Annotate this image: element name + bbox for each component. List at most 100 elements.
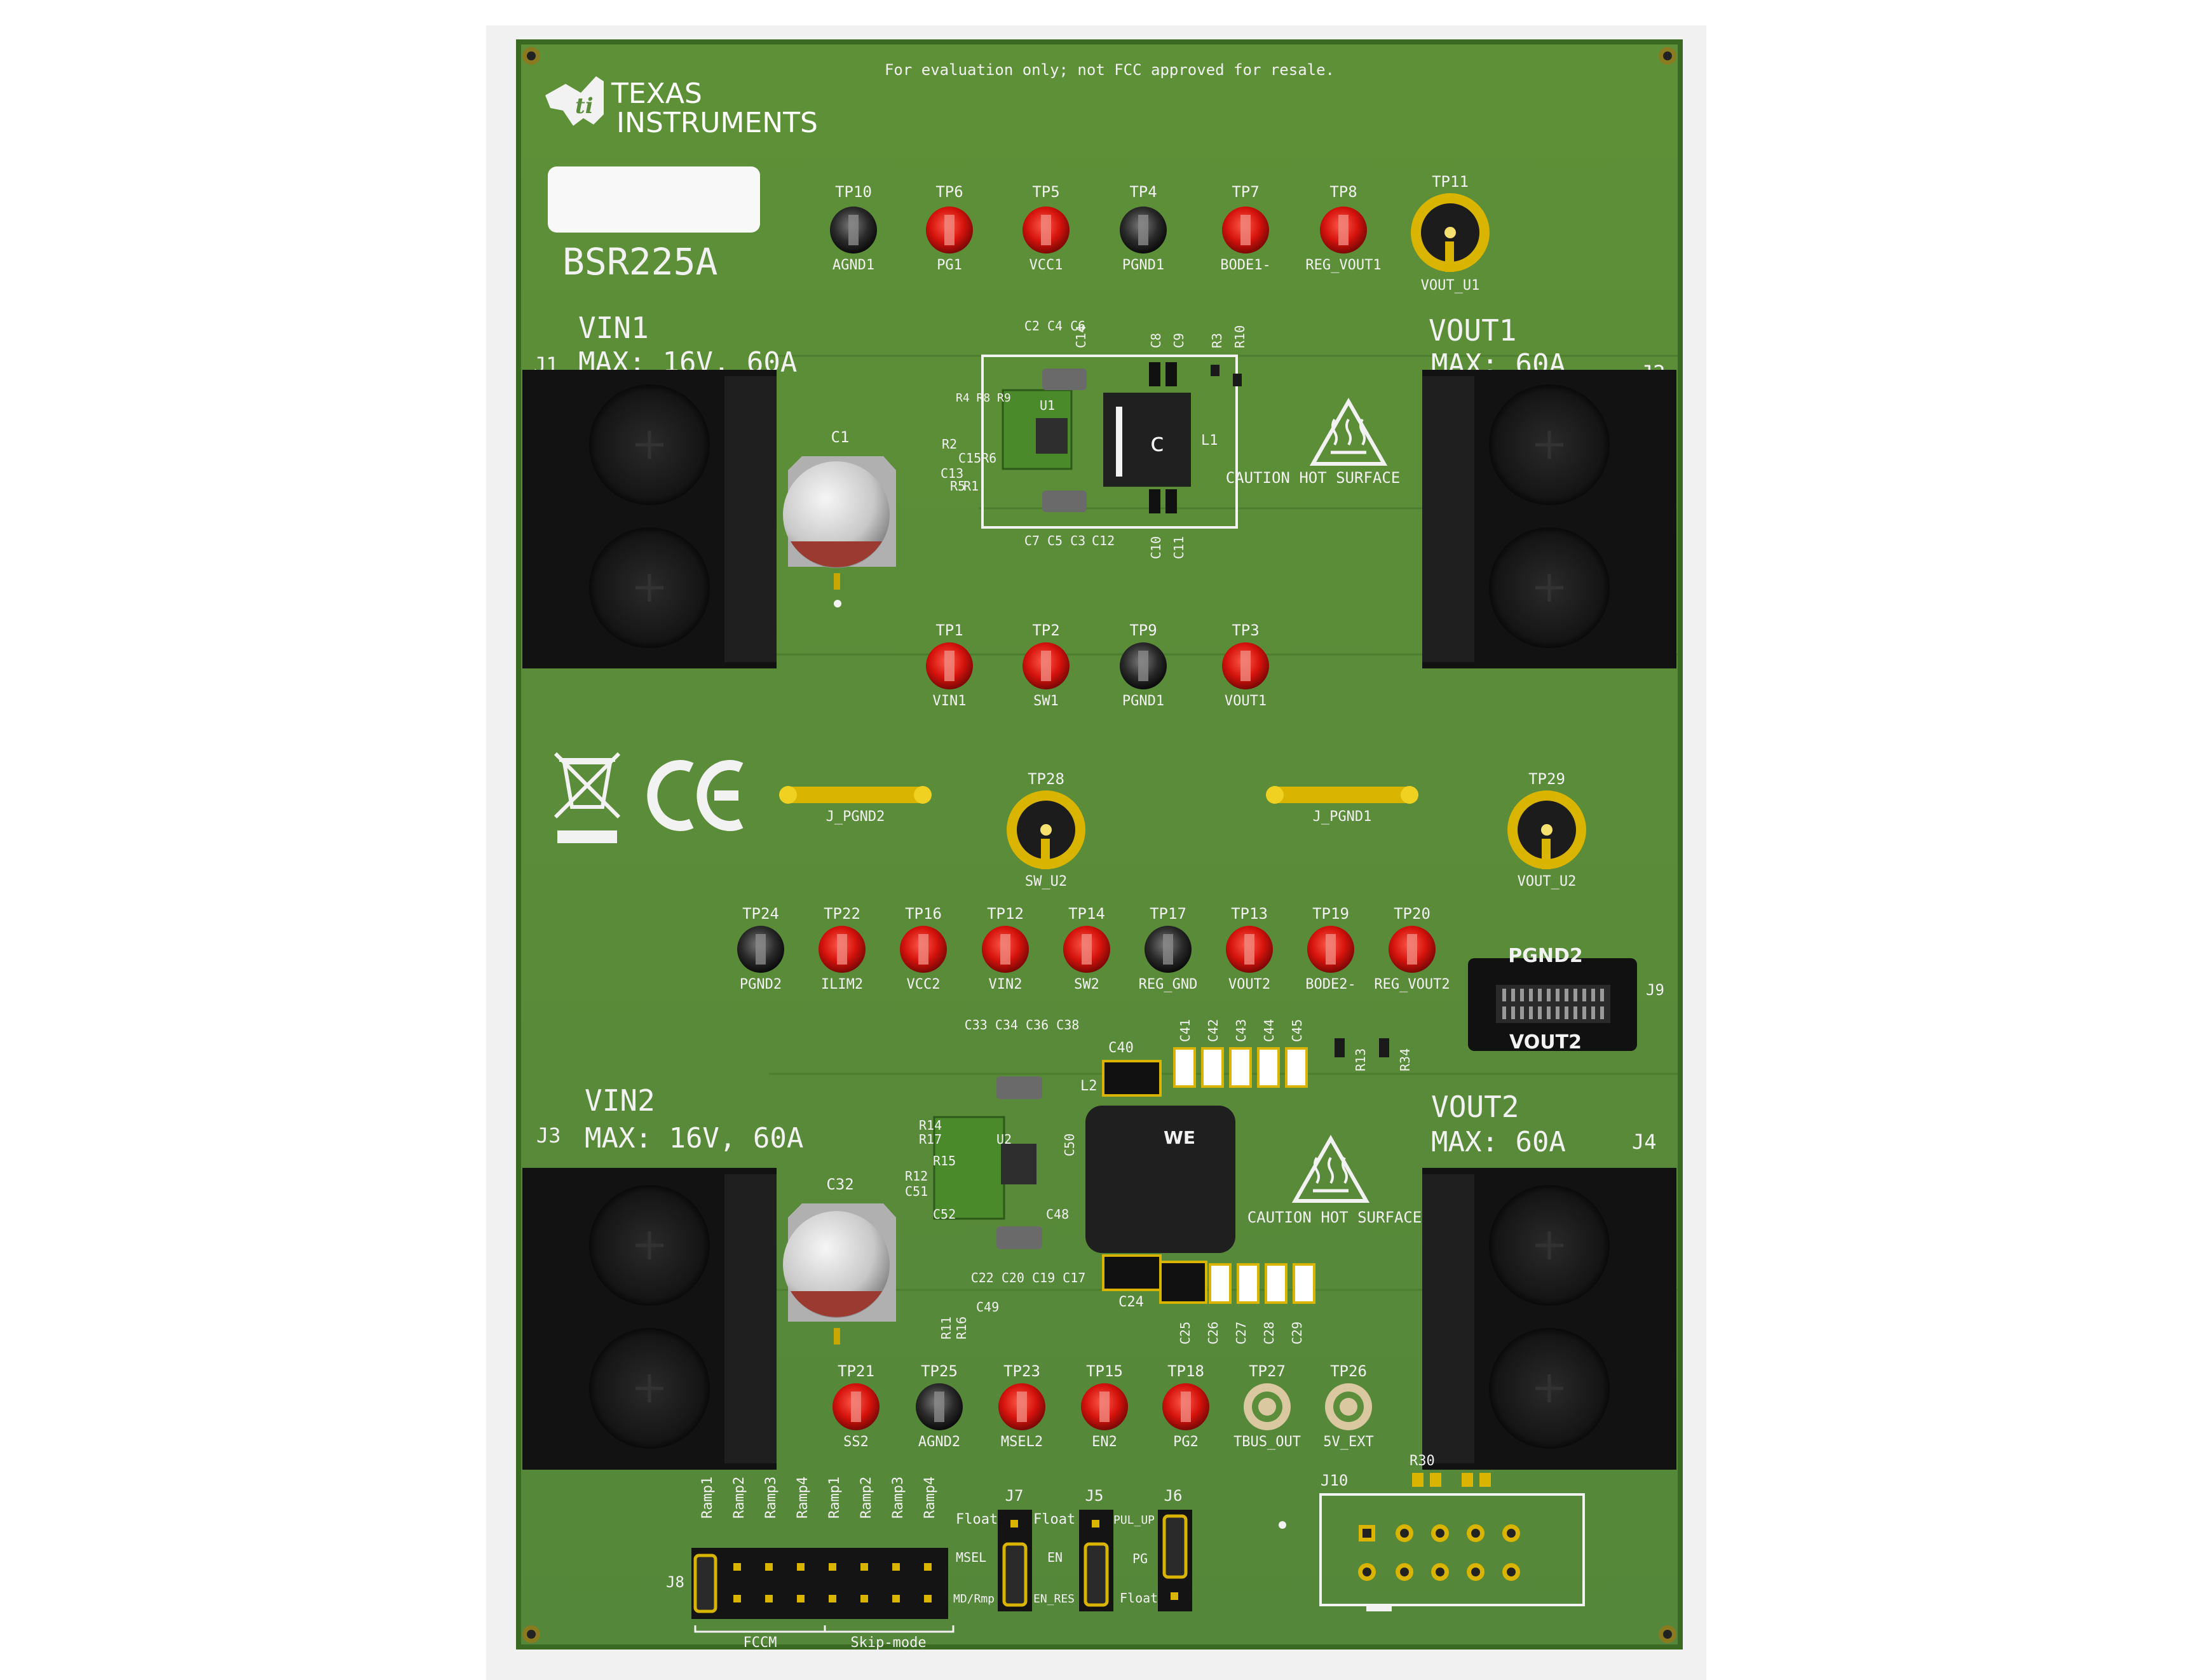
terminal-block-j2[interactable] xyxy=(1422,370,1676,668)
testpoint[interactable]: TP19 BODE2- xyxy=(1305,905,1356,992)
testpoint-tp11[interactable]: TP11 VOUT_U1 xyxy=(1411,173,1490,294)
testpoint[interactable]: TP24 PGND2 xyxy=(737,905,784,992)
tp-net: VIN2 xyxy=(989,977,1023,992)
caution-text-2: CAUTION HOT SURFACE xyxy=(1247,1209,1422,1226)
testpoint[interactable]: TP6 PG1 xyxy=(926,183,973,273)
tp-net: 5V_EXT xyxy=(1323,1434,1373,1450)
testpoint[interactable]: TP4 PGND1 xyxy=(1120,183,1167,273)
testpoint[interactable]: TP7 BODE1- xyxy=(1220,183,1270,273)
brand-line1: TEXAS xyxy=(611,78,702,110)
label-blank-area xyxy=(548,166,760,233)
testpoint[interactable]: TP17 REG_GND xyxy=(1139,905,1198,992)
testpoint[interactable]: TP16 VCC2 xyxy=(900,905,947,992)
j3-ref: J3 xyxy=(536,1123,561,1148)
capacitor-c1: C1 xyxy=(783,428,896,607)
testpoint[interactable]: TP25 AGND2 xyxy=(916,1362,963,1450)
testpoint[interactable]: TP14 SW2 xyxy=(1063,905,1110,992)
tp-ref: TP21 xyxy=(838,1362,874,1380)
testpoint[interactable]: TP18 PG2 xyxy=(1162,1362,1209,1450)
vin1-title: VIN1 xyxy=(578,311,649,345)
evaluation-notice: For evaluation only; not FCC approved fo… xyxy=(885,61,1335,79)
jumper-j5[interactable]: J5 Float EN EN_RES xyxy=(1033,1487,1113,1611)
r2-r13: R13 xyxy=(1353,1048,1368,1071)
tp-ref: TP3 xyxy=(1232,621,1259,639)
tp-ref: TP28 xyxy=(1028,770,1064,788)
r2-c50: C50 xyxy=(1062,1134,1077,1156)
tp-ref: TP17 xyxy=(1150,905,1186,923)
tp-net: VCC2 xyxy=(907,977,941,992)
tp-net: AGND2 xyxy=(918,1434,960,1450)
testpoint[interactable]: TP12 VIN2 xyxy=(982,905,1029,992)
r2-u2: U2 xyxy=(996,1132,1012,1147)
tp-ref: TP10 xyxy=(835,183,872,201)
svg-text:c: c xyxy=(1150,428,1164,457)
r1-c9: C9 xyxy=(1171,333,1186,348)
testpoint-tp29[interactable]: TP29 VOUT_U2 xyxy=(1507,770,1586,890)
testpoint[interactable]: TP20 REG_VOUT2 xyxy=(1374,905,1450,992)
r2-c28: C28 xyxy=(1261,1322,1277,1345)
jumper-header-j8[interactable]: J8 Ramp1 Ramp2 Ramp3 Ramp4 Ramp1 Ramp2 R… xyxy=(666,1477,955,1651)
testpoint[interactable]: TP10 AGND1 xyxy=(830,183,877,273)
tp-net: REG_VOUT2 xyxy=(1374,977,1450,992)
r2-c44: C44 xyxy=(1261,1019,1277,1042)
j7-mid: MSEL xyxy=(956,1550,986,1565)
r2-c52: C52 xyxy=(933,1207,956,1222)
testpoint[interactable]: TP1 VIN1 xyxy=(926,621,973,709)
j8-group-fccm: FCCM xyxy=(744,1635,777,1651)
testpoint[interactable]: TP13 VOUT2 xyxy=(1226,905,1273,992)
header-j10[interactable]: J10 R30 xyxy=(1319,1453,1585,1611)
j8-ref: J8 xyxy=(666,1573,684,1591)
r2-c25: C25 xyxy=(1178,1322,1193,1345)
ground-jumper-j-pgnd1[interactable]: J_PGND1 xyxy=(1266,786,1418,825)
j-pgnd2-label: J_PGND2 xyxy=(826,809,885,825)
testpoint[interactable]: TP26 5V_EXT xyxy=(1323,1362,1373,1450)
r1-c14: C14 xyxy=(1073,325,1089,348)
board-id: BSR225A xyxy=(562,240,717,283)
tp-ref: TP2 xyxy=(1032,621,1059,639)
tp-net: PG1 xyxy=(937,257,962,273)
testpoint[interactable]: TP22 ILIM2 xyxy=(819,905,866,992)
r1-r2: R2 xyxy=(942,437,957,452)
tp-ref: TP6 xyxy=(935,183,963,201)
r2-c45: C45 xyxy=(1289,1019,1305,1042)
connector-j9[interactable]: PGND2 VOUT2 J9 xyxy=(1468,945,1664,1053)
j8-col-label: Ramp4 xyxy=(795,1477,811,1519)
mounting-holes xyxy=(522,47,1676,1643)
testpoint[interactable]: TP21 SS2 xyxy=(832,1362,880,1450)
caution-text-1: CAUTION HOT SURFACE xyxy=(1226,469,1401,487)
terminal-block-j3[interactable] xyxy=(522,1168,777,1470)
testpoint[interactable]: TP5 VCC1 xyxy=(1023,183,1070,273)
ground-jumper-j-pgnd2[interactable]: J_PGND2 xyxy=(779,786,932,825)
svg-text:ti: ti xyxy=(575,93,594,119)
terminal-block-j1[interactable] xyxy=(522,370,777,668)
tp-ref: TP7 xyxy=(1232,183,1259,201)
testpoint-tp28[interactable]: TP28 SW_U2 xyxy=(1007,770,1085,890)
j8-col-label: Ramp4 xyxy=(922,1477,938,1519)
vin2-title: VIN2 xyxy=(585,1083,655,1118)
tp-ref: TP20 xyxy=(1394,905,1430,923)
tp-net: PGND2 xyxy=(740,977,782,992)
tp-ref: TP29 xyxy=(1528,770,1565,788)
j5-mid: EN xyxy=(1047,1550,1063,1565)
testpoint[interactable]: TP3 VOUT1 xyxy=(1222,621,1269,709)
terminal-block-j4[interactable] xyxy=(1422,1168,1676,1470)
r2-top-caps: C33 C34 C36 C38 xyxy=(965,1017,1080,1033)
testpoint[interactable]: TP27 TBUS_OUT xyxy=(1233,1362,1301,1450)
tp-net: REG_GND xyxy=(1139,977,1198,992)
testpoint[interactable]: TP15 EN2 xyxy=(1081,1362,1128,1450)
r2-r17: R17 xyxy=(919,1132,942,1147)
vout2-title: VOUT2 xyxy=(1431,1090,1519,1124)
tp-net: PGND1 xyxy=(1122,693,1164,709)
r2-c42: C42 xyxy=(1206,1019,1221,1042)
testpoint[interactable]: TP2 SW1 xyxy=(1023,621,1070,709)
jumper-j7[interactable]: J7 Float MSEL MD/Rmp xyxy=(953,1487,1032,1611)
r2-r34: R34 xyxy=(1397,1048,1413,1071)
testpoint[interactable]: TP23 MSEL2 xyxy=(998,1362,1045,1450)
jumper-j6[interactable]: J6 PUL_UP PG Float xyxy=(1113,1487,1192,1611)
tp-ref: TP19 xyxy=(1312,905,1349,923)
testpoint[interactable]: TP9 PGND1 xyxy=(1120,621,1167,709)
tp-net: BODE1- xyxy=(1220,257,1270,273)
j5-bot: EN_RES xyxy=(1033,1592,1075,1606)
testpoint[interactable]: TP8 REG_VOUT1 xyxy=(1305,183,1381,273)
